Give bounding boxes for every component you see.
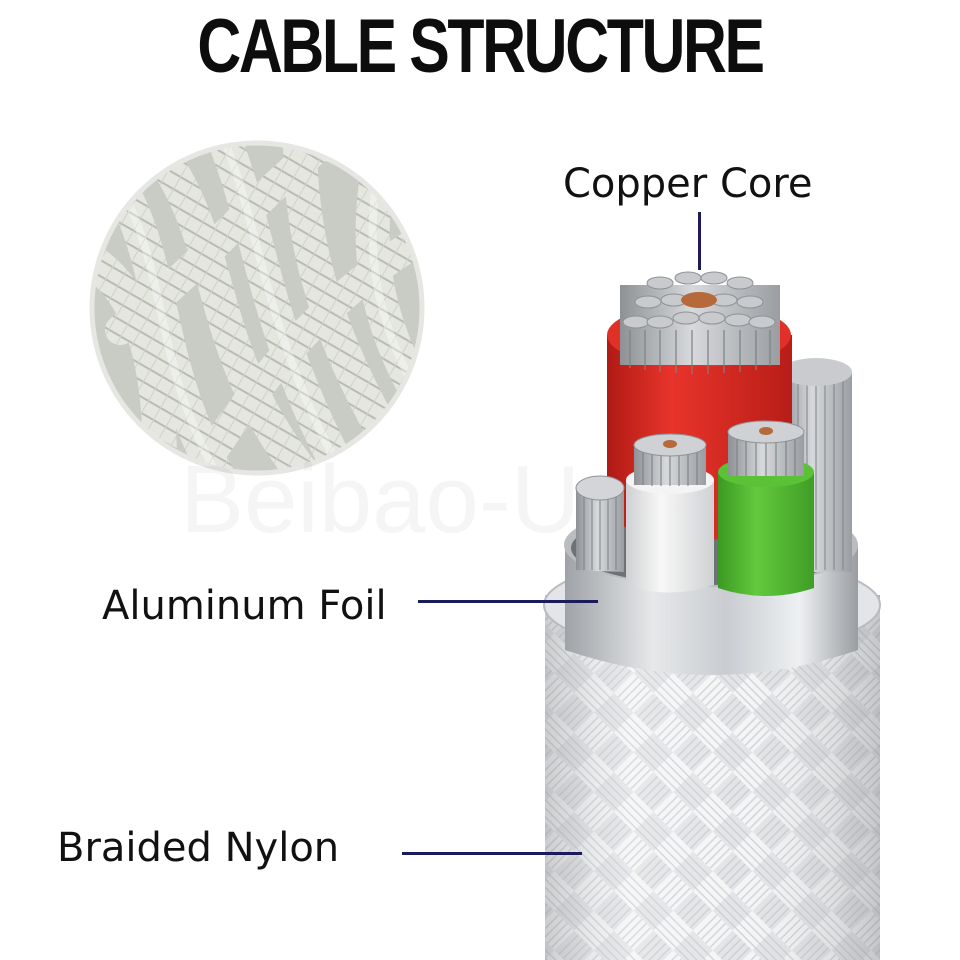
braided-nylon-label: Braided Nylon	[57, 825, 340, 871]
braided-nylon-leader-line	[402, 852, 582, 855]
aluminum-foil-leader-line	[418, 600, 598, 603]
white-insulated-wire	[626, 433, 714, 593]
page-title: CABLE STRUCTURE	[197, 4, 765, 89]
aluminum-foil-label: Aluminum Foil	[102, 583, 387, 629]
watermark-text: Beibao-U	[180, 445, 580, 555]
copper-core-leader-line	[698, 212, 701, 270]
green-insulated-wire	[718, 420, 814, 596]
copper-core-label: Copper Core	[563, 161, 813, 207]
thin-silver-bundle	[575, 475, 625, 572]
braided-rope-inset	[89, 140, 425, 476]
